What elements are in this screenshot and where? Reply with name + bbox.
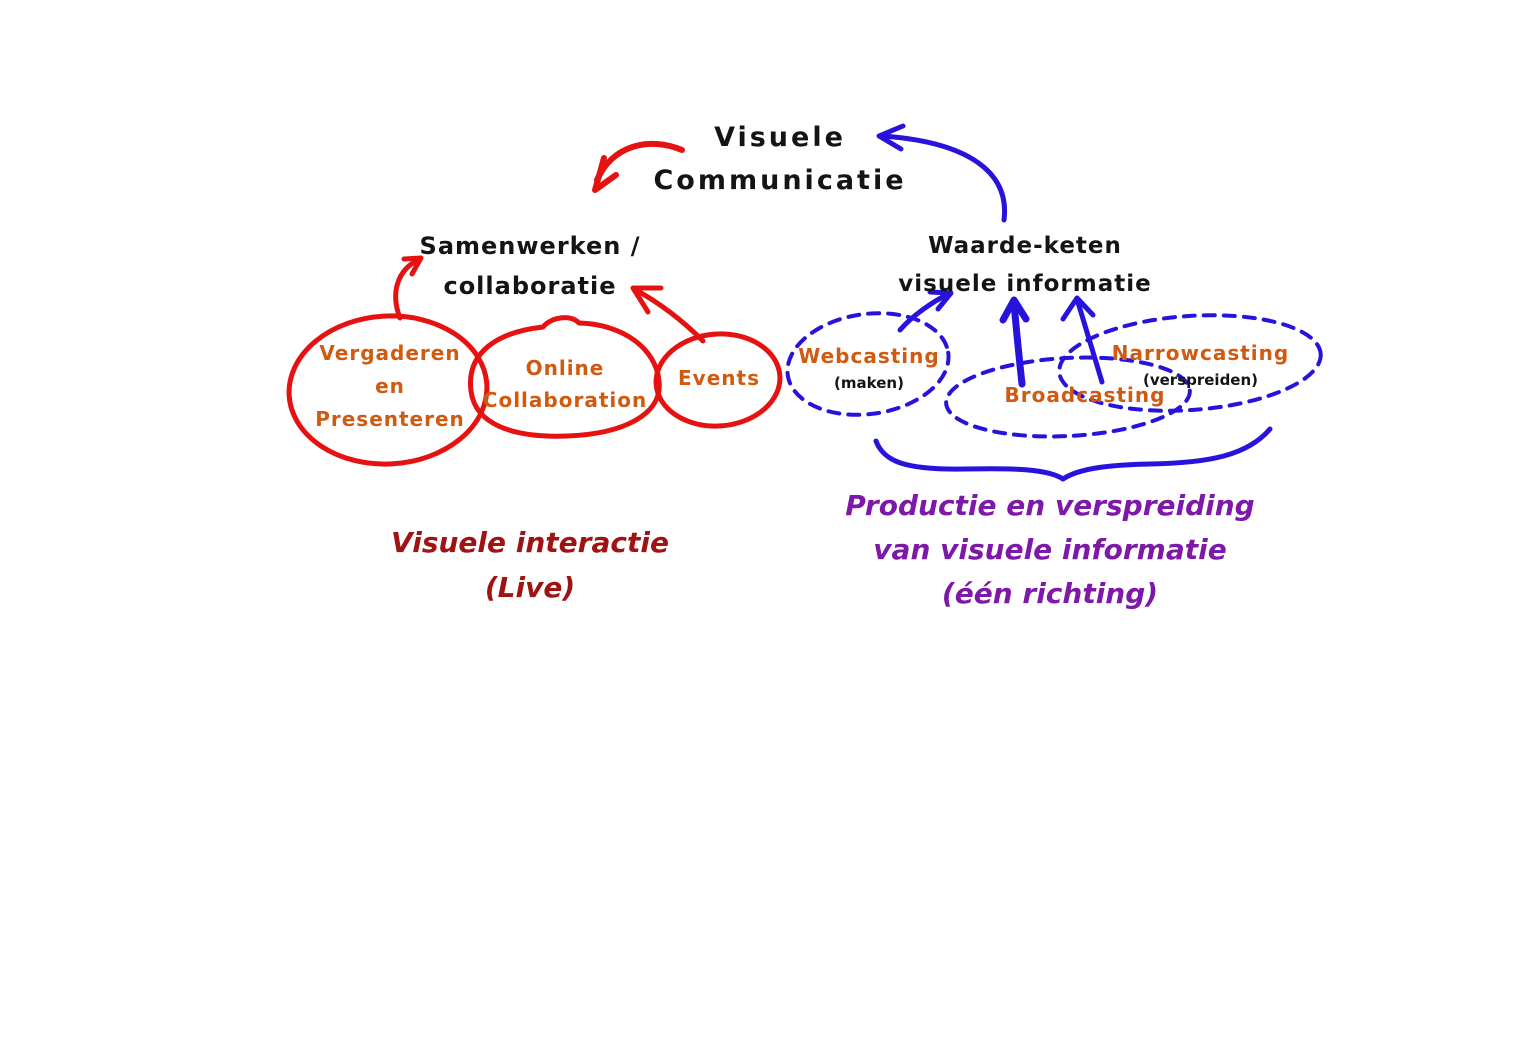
arrow-webcasting-up-head	[927, 289, 954, 312]
arrow-title-left-head	[592, 155, 619, 193]
node-label-online-collaboration: Online Collaboration	[475, 352, 655, 416]
title-line-2: Communicatie	[653, 165, 907, 196]
arrow-vergaderen-up	[393, 257, 421, 321]
arrow-events-up-head	[630, 285, 664, 315]
heading-waarde-keten-line-1: Waarde-keten	[928, 233, 1122, 259]
arrow-narrowcasting-up-head	[1060, 295, 1096, 322]
arrow-vergaderen-up-head	[401, 255, 424, 277]
arrow-broadcasting-up	[1010, 298, 1026, 388]
caption-productie-line-3: (één richting)	[941, 577, 1159, 610]
arrow-waarde-to-title-head	[876, 123, 906, 152]
node-label-webcasting: Webcasting (maken)	[790, 343, 948, 397]
caption-visuele-interactie-line-1: Visuele interactie	[391, 526, 669, 559]
node-label-webcasting-sub: (maken)	[834, 374, 904, 392]
node-label-online-line-2: Collaboration	[482, 388, 648, 412]
heading-samenwerken-line-2: collaboratie	[443, 272, 617, 300]
arrow-broadcasting-up-head	[999, 296, 1030, 324]
node-label-broadcasting: Broadcasting	[1000, 382, 1170, 409]
heading-samenwerken-line-1: Samenwerken /	[419, 232, 641, 260]
node-label-events: Events	[658, 366, 780, 390]
caption-productie: Productie en verspreiding van visuele in…	[840, 484, 1260, 616]
arrow-webcasting-up	[897, 290, 953, 333]
arrow-waarde-to-title	[879, 133, 1008, 223]
vergaderen-ellipse	[286, 313, 490, 467]
events-ellipse	[653, 331, 783, 429]
online-collaboration-blob	[468, 315, 662, 439]
node-label-webcasting-main: Webcasting	[798, 344, 940, 368]
node-label-vergaderen: Vergaderen en Presenteren	[298, 337, 482, 436]
caption-productie-line-2: van visuele informatie	[873, 533, 1227, 566]
arrow-events-up	[631, 286, 706, 344]
node-label-vergaderen-line-1: Vergaderen	[319, 341, 461, 365]
node-label-online-line-1: Online	[525, 356, 605, 380]
node-label-events-line-1: Events	[678, 366, 760, 390]
caption-visuele-interactie-line-2: (Live)	[484, 571, 576, 604]
caption-productie-line-1: Productie en verspreiding	[845, 489, 1255, 522]
webcasting-ellipse	[785, 311, 951, 417]
brace-production	[873, 426, 1273, 482]
heading-samenwerken: Samenwerken / collaboratie	[395, 226, 665, 306]
node-label-broadcasting-main: Broadcasting	[1004, 383, 1166, 407]
node-label-narrowcasting: Narrowcasting (verspreiden)	[1108, 340, 1293, 394]
heading-waarde-keten-line-2: visuele informatie	[898, 271, 1152, 297]
node-label-vergaderen-line-3: Presenteren	[315, 407, 465, 431]
arrow-narrowcasting-up	[1074, 296, 1105, 385]
title-line-1: Visuele	[714, 122, 846, 153]
diagram-title: Visuele Communicatie	[600, 116, 960, 202]
narrowcasting-ellipse	[1057, 313, 1323, 413]
node-label-narrowcasting-main: Narrowcasting	[1111, 341, 1290, 365]
node-label-narrowcasting-sub: (verspreiden)	[1142, 371, 1259, 389]
heading-waarde-keten: Waarde-keten visuele informatie	[870, 227, 1180, 303]
node-label-vergaderen-line-2: en	[375, 374, 405, 398]
caption-visuele-interactie: Visuele interactie (Live)	[385, 520, 675, 610]
